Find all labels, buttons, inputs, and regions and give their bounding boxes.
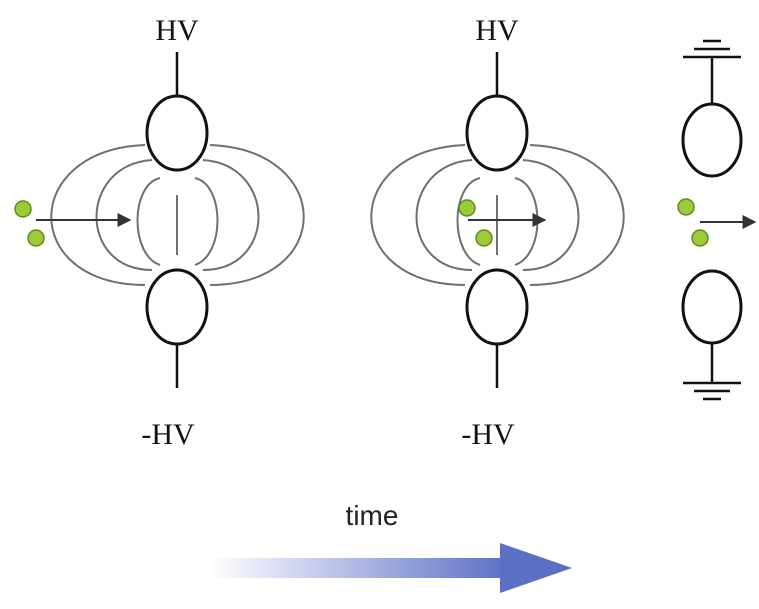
electrode-top-left: [145, 94, 209, 172]
particle-upper-right: [677, 198, 695, 216]
minus-hv-label-left: -HV: [141, 418, 195, 451]
time-arrow-head: [500, 543, 572, 593]
ground-symbol-bottom: [683, 381, 741, 401]
stage-right: [677, 39, 757, 401]
time-arrow-shaft: [210, 558, 510, 578]
particle-upper-middle: [458, 199, 476, 217]
stage-middle: HV -HV: [370, 14, 625, 451]
electrode-bottom-middle: [465, 268, 529, 346]
particle-lower-right: [691, 229, 709, 247]
stage-left: HV -HV: [14, 14, 305, 451]
ground-symbol-top: [683, 39, 741, 59]
particle-lower-middle: [475, 229, 493, 247]
particle-upper-left: [14, 200, 32, 218]
minus-hv-label-middle: -HV: [461, 418, 515, 451]
electrode-top-middle: [465, 94, 529, 172]
electrode-bottom-right: [681, 269, 743, 345]
hv-label-middle: HV: [475, 14, 519, 47]
particle-lower-left: [27, 229, 45, 247]
time-indicator: time: [210, 500, 572, 593]
field-lines-left: [50, 144, 305, 286]
hv-label-left: HV: [155, 14, 199, 47]
time-label: time: [346, 500, 399, 531]
electrode-top-right: [681, 102, 743, 178]
electrode-bottom-left: [145, 268, 209, 346]
